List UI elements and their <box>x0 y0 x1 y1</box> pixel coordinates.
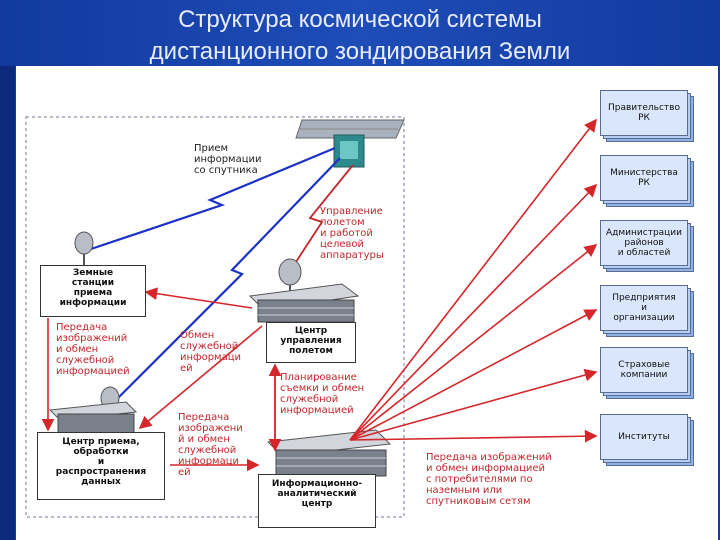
slide-title: Структура космической системы дистанцион… <box>80 4 640 68</box>
consumer-government: Правительство РК <box>600 90 694 142</box>
label-peredacha-mid: Передача изображени й и обмен служебной … <box>178 412 243 478</box>
link-satellite-receive <box>117 157 341 399</box>
arrow-to-consumer-3 <box>349 244 598 441</box>
arrow-flight-to-receive <box>138 325 263 430</box>
node-flight-center: Центр управления полетом <box>266 322 356 363</box>
consumer-label: Институты <box>600 414 688 460</box>
consumer-label: Правительство РК <box>600 90 688 136</box>
arrow-to-consumer-5 <box>349 368 598 441</box>
consumer-enterprises: Предприятия и организации <box>600 285 694 337</box>
consumer-ministries: Министерства РК <box>600 155 694 207</box>
consumer-administrations: Администрации районов и областей <box>600 220 694 272</box>
consumer-institutes: Институты <box>600 414 694 466</box>
arrow-to-consumer-6 <box>349 429 598 443</box>
label-obmen: Обмен служебной информаци ей <box>180 330 242 374</box>
left-bar <box>0 66 15 540</box>
title-line-1: Структура космической системы <box>178 6 542 33</box>
consumer-label: Министерства РК <box>600 155 688 201</box>
satellite-icon <box>295 119 405 168</box>
arrow-flight-to-ground <box>144 287 253 309</box>
node-ground-stations: Земные станции приема информации <box>40 265 146 317</box>
consumer-label: Предприятия и организации <box>600 285 688 331</box>
system-boundary <box>25 116 405 518</box>
node-analytic-center: Информационно- аналитический центр <box>258 474 376 528</box>
link-satellite-flight <box>291 164 354 269</box>
label-priem: Прием информации со спутника <box>194 143 262 176</box>
label-peredacha-bottom: Передача изображений и обмен информацией… <box>426 452 552 507</box>
label-upravlenie: Управление полетом и работой целевой апп… <box>320 206 384 261</box>
consumer-label: Администрации районов и областей <box>600 220 688 266</box>
node-receive-center: Центр приема, обработки и распространени… <box>37 432 165 500</box>
building-icon <box>48 283 392 477</box>
label-peredacha-left: Передача изображений и обмен служебной и… <box>56 322 130 377</box>
arrow-to-consumer-2 <box>349 183 598 441</box>
label-planirovanie: Планирование съемки и обмен служебной ин… <box>280 372 365 416</box>
arrow-to-consumer-4 <box>349 309 598 441</box>
title-line-2: дистанционного зондирования Земли <box>149 38 571 65</box>
consumer-label: Страховые компании <box>600 347 688 393</box>
arrow-to-consumer-1 <box>349 118 597 441</box>
link-satellite-ground <box>87 146 336 252</box>
consumer-insurance: Страховые компании <box>600 347 694 399</box>
